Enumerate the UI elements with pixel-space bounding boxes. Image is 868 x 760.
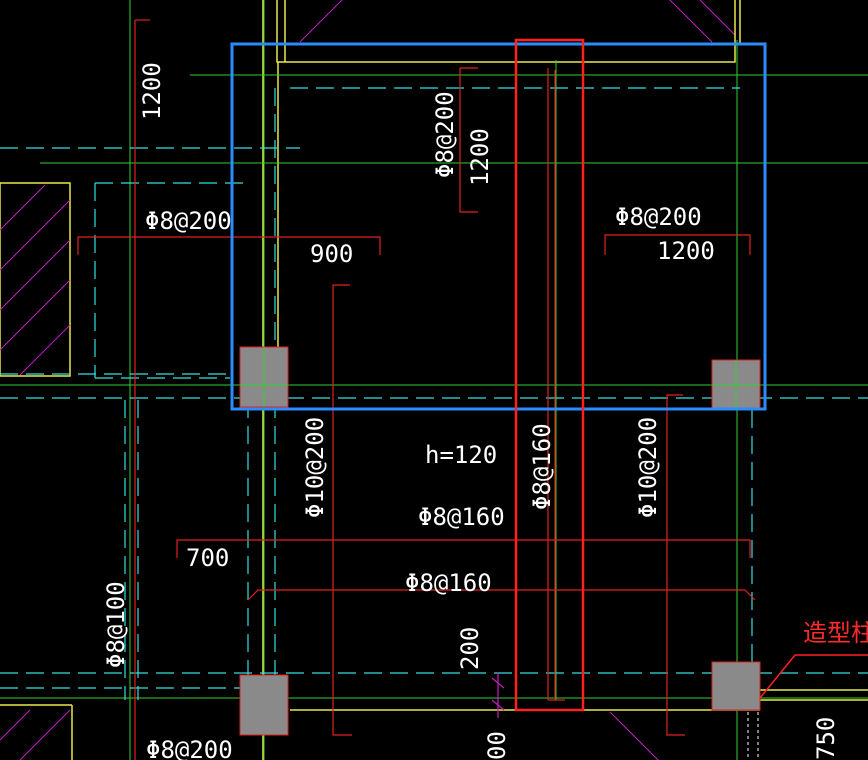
label-center-phi8-160: Φ8@160 [528,423,556,510]
label-far-left-phi8-100: Φ8@100 [102,581,130,668]
label-left-phi8-200: Φ8@200 [145,207,232,235]
rebar-lines [77,19,756,760]
label-top-mid-phi8-200: Φ8@200 [431,91,459,178]
column-bottom-left[interactable] [239,674,289,736]
label-low-phi8-160: Φ8@160 [405,569,492,597]
edge-marker [747,712,759,760]
callout-leader [759,654,868,699]
label-mid-phi8-160: Φ8@160 [418,503,505,531]
label-left-phi10-200: Φ10@200 [301,417,329,518]
hatched-wall-bottom [0,709,659,760]
label-top-mid-1200: 1200 [466,128,494,186]
hatched-wall-left [0,182,71,377]
label-dim-700: 700 [186,544,229,572]
label-right-phi8-200: Φ8@200 [615,203,702,231]
label-top-left-1200: 1200 [138,62,166,120]
column-bottom-right[interactable] [711,661,761,711]
label-slab-thickness: h=120 [425,441,497,469]
label-bottom-00: 00 [483,731,511,760]
label-decor-column-callout: 造型柱 [803,619,868,647]
label-right-phi10-200: Φ10@200 [634,417,662,518]
selection-box[interactable] [230,42,767,411]
label-bottom-right-750: 750 [812,717,840,760]
highlight-strip[interactable] [514,38,585,712]
label-left-900: 900 [310,240,353,268]
columns [239,346,761,736]
label-right-1200: 1200 [657,237,715,265]
hatched-wall-top [299,0,736,43]
dimension-tick-200 [491,672,505,718]
label-dim-200: 200 [456,627,484,670]
label-bottom-left-phi8-200: Φ8@200 [146,736,233,760]
